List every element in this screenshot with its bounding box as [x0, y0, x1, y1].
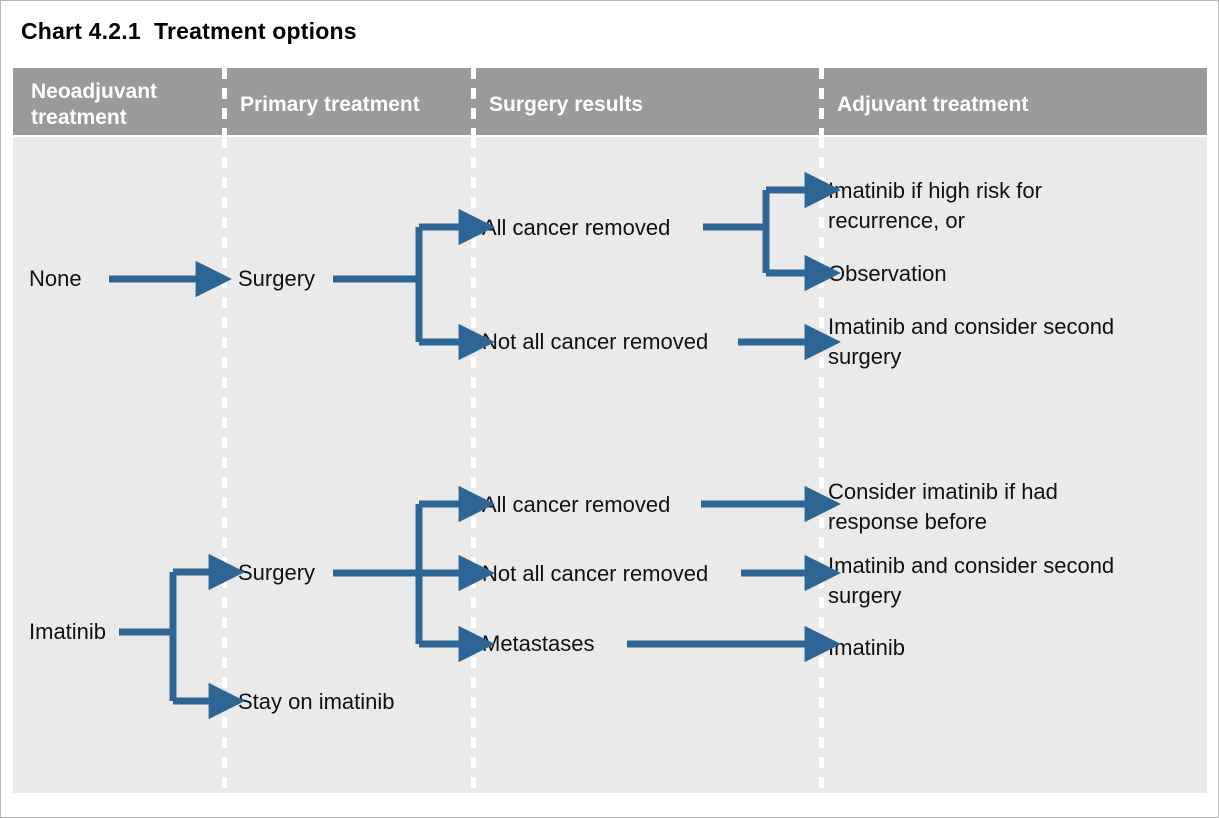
column-divider-1: [222, 137, 227, 793]
node-all-cancer-removed-top: All cancer removed: [482, 215, 671, 240]
node-imatinib-only: Imatinib: [828, 635, 906, 660]
column-header-surgery-results: Surgery results: [489, 93, 644, 116]
column-header-adjuvant: Adjuvant treatment: [837, 93, 1029, 116]
header-divider-3: [819, 68, 824, 135]
node-metastases: Metastases: [482, 631, 595, 656]
node-imatinib-second-surgery-bottom: Imatinib and consider second surgery: [828, 553, 1115, 608]
page-title: Chart 4.2.1 Treatment options: [21, 18, 357, 44]
column-header-band: Neoadjuvant treatment Primary treatment …: [13, 68, 1207, 135]
node-imatinib-second-surgery-top: Imatinib and consider second surgery: [828, 314, 1115, 369]
node-imatinib: Imatinib: [29, 619, 107, 644]
node-not-all-cancer-removed-top: Not all cancer removed: [482, 329, 709, 354]
node-stay-on-imatinib: Stay on imatinib: [238, 689, 395, 714]
node-surgery-top: Surgery: [238, 266, 316, 291]
node-all-cancer-removed-bottom: All cancer removed: [482, 492, 671, 517]
column-divider-3: [819, 137, 824, 793]
column-header-primary: Primary treatment: [240, 93, 420, 116]
node-observation: Observation: [828, 261, 947, 286]
column-divider-2: [471, 137, 476, 793]
header-divider-1: [222, 68, 227, 135]
node-imatinib-high-risk: Imatinib if high risk for recurrence, or: [828, 178, 1042, 233]
header-divider-2: [471, 68, 476, 135]
node-consider-imatinib-response: Consider imatinib if had response before: [828, 479, 1058, 534]
node-none: None: [29, 266, 82, 291]
node-surgery-bottom: Surgery: [238, 560, 316, 585]
column-header-neoadjuvant: Neoadjuvant treatment: [31, 80, 158, 129]
node-not-all-cancer-removed-bottom: Not all cancer removed: [482, 561, 709, 586]
